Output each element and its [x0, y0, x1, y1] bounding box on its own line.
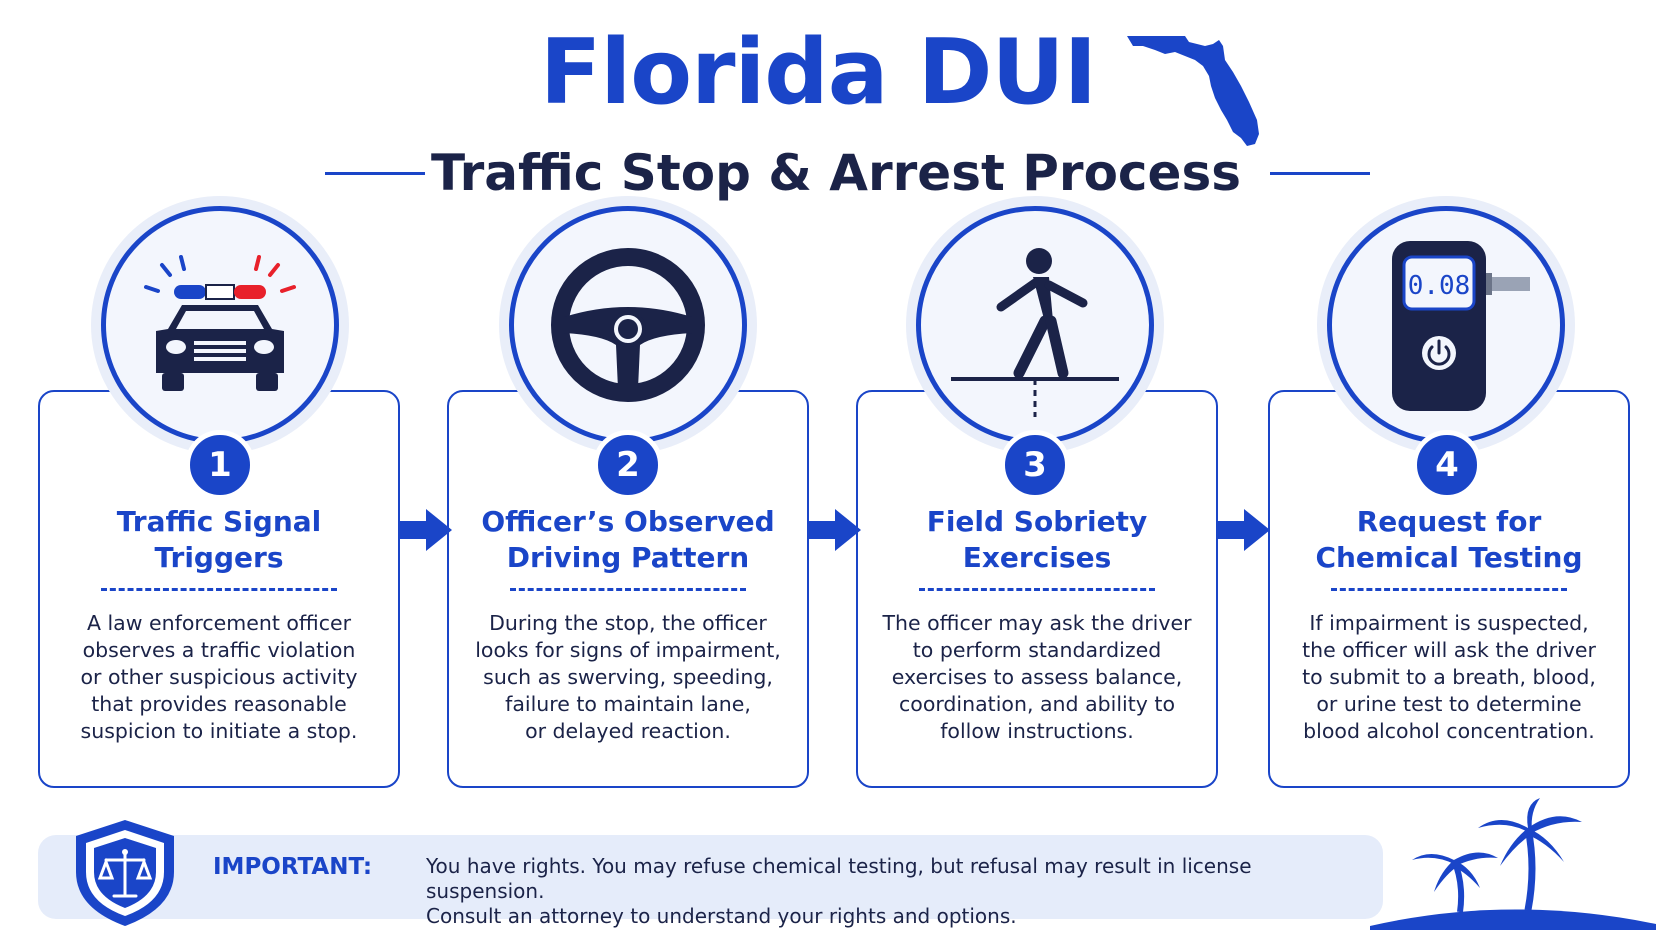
step-card-1: Traffic Signal Triggers A law enforcemen… [38, 390, 400, 788]
step-title-line: Exercises [962, 541, 1112, 574]
step-description-line: the officer will ask the driver [1302, 638, 1596, 662]
arrow-right-icon [809, 509, 861, 551]
step-divider [510, 588, 746, 591]
step-icon-circle-2 [499, 196, 757, 454]
step-description-line: follow instructions. [940, 719, 1134, 743]
page-subtitle: Traffic Stop & Arrest Process [430, 144, 1241, 202]
step-description: If impairment is suspected, the officer … [1288, 610, 1610, 745]
breathalyzer-reading: 0.08 [1408, 271, 1471, 301]
step-description: A law enforcement officer observes a tra… [58, 610, 380, 745]
step-description-line: such as swerving, speeding, [483, 665, 773, 689]
step-description-line: to submit to a breath, blood, [1302, 665, 1596, 689]
notice-text: You have rights. You may refuse chemical… [426, 854, 1376, 929]
palm-trees-icon [1370, 798, 1656, 930]
step-description-line: blood alcohol concentration. [1303, 719, 1595, 743]
step-title-line: Officer’s Observed [481, 505, 775, 538]
police-car-icon [144, 255, 296, 391]
step-description-line: coordination, and ability to [899, 692, 1175, 716]
step-description-line: suspicion to initiate a stop. [80, 719, 358, 743]
subtitle-row: Traffic Stop & Arrest Process [0, 138, 1672, 208]
step-divider [919, 588, 1155, 591]
step-description: During the stop, the officer looks for s… [467, 610, 789, 745]
arrow-right-icon [400, 509, 452, 551]
step-number-badge: 4 [1412, 430, 1482, 500]
important-notice: IMPORTANT: You have rights. You may refu… [38, 835, 1383, 928]
step-description: The officer may ask the driver to perfor… [876, 610, 1198, 745]
notice-label: IMPORTANT: [213, 854, 373, 880]
justice-shield-icon [76, 820, 174, 926]
step-icon-circle-3 [906, 196, 1164, 454]
step-divider [101, 588, 337, 591]
steering-wheel-icon [551, 248, 705, 402]
step-divider [1331, 588, 1567, 591]
step-description-line: The officer may ask the driver [882, 611, 1192, 635]
walking-line-icon [951, 248, 1119, 417]
header: Florida DUI [0, 18, 1672, 128]
step-description-line: During the stop, the officer [489, 611, 767, 635]
step-title: Officer’s Observed Driving Pattern [449, 504, 807, 576]
step-description-line: to perform standardized [912, 638, 1162, 662]
subtitle-rule-right [1270, 172, 1370, 175]
breathalyzer-icon: 0.08 [1392, 241, 1530, 411]
step-icon-circle-4: 0.08 [1317, 196, 1575, 454]
step-title-line: Chemical Testing [1315, 541, 1583, 574]
step-description-line: failure to maintain lane, [505, 692, 751, 716]
step-description-line: or delayed reaction. [525, 719, 731, 743]
step-description-line: exercises to assess balance, [891, 665, 1183, 689]
step-title-line: Triggers [154, 541, 284, 574]
step-title: Traffic Signal Triggers [40, 504, 398, 576]
step-description-line: looks for signs of impairment, [475, 638, 781, 662]
page-title: Florida DUI [539, 20, 1097, 125]
step-icon-circle-1 [91, 196, 349, 454]
step-description-line: or other suspicious activity [80, 665, 358, 689]
step-title-line: Driving Pattern [506, 541, 750, 574]
step-description-line: A law enforcement officer [86, 611, 352, 635]
step-description-line: observes a traffic violation [82, 638, 356, 662]
step-title: Field Sobriety Exercises [858, 504, 1216, 576]
subtitle-rule-left [325, 172, 425, 175]
step-description-line: that provides reasonable [91, 692, 347, 716]
step-number-badge: 2 [593, 430, 663, 500]
step-description-line: or urine test to determine [1316, 692, 1582, 716]
step-description-line: If impairment is suspected, [1309, 611, 1589, 635]
notice-line: Consult an attorney to understand your r… [426, 904, 1017, 928]
step-title-line: Traffic Signal [116, 505, 322, 538]
step-title-line: Request for [1356, 505, 1542, 538]
step-number-badge: 3 [1000, 430, 1070, 500]
florida-map-icon [1127, 36, 1259, 146]
step-title-line: Field Sobriety [926, 505, 1148, 538]
step-title: Request for Chemical Testing [1270, 504, 1628, 576]
step-number-badge: 1 [185, 430, 255, 500]
notice-line: You have rights. You may refuse chemical… [426, 854, 1252, 903]
arrow-right-icon [1218, 509, 1270, 551]
